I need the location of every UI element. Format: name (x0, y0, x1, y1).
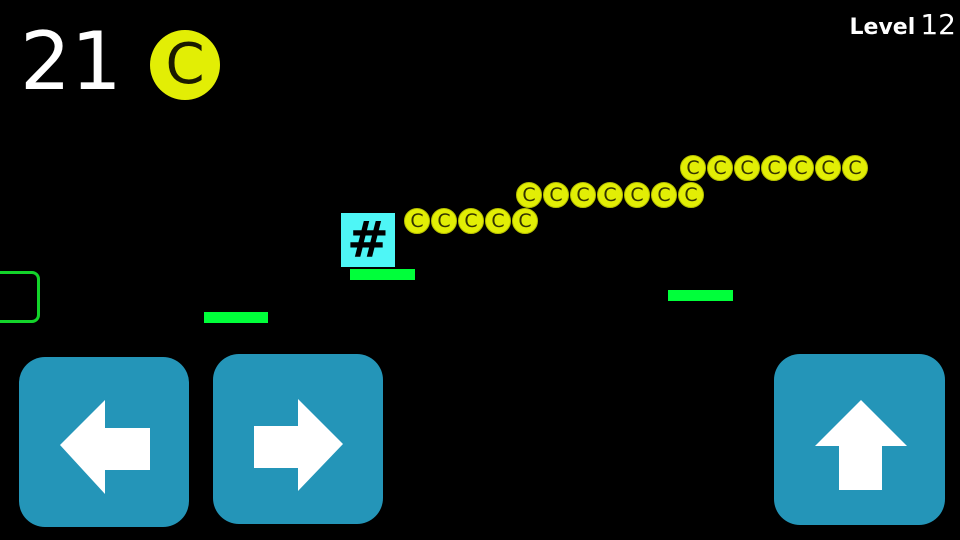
level-indicator: Level 12 (850, 8, 956, 41)
coin: C (680, 155, 706, 181)
score-counter: 21 (20, 15, 122, 108)
coin: C (707, 155, 733, 181)
coin: C (624, 182, 650, 208)
coin: C (431, 208, 457, 234)
player-block: # (341, 213, 395, 267)
arrow-up-icon (815, 400, 907, 490)
move-right-button[interactable] (213, 354, 383, 524)
move-left-button[interactable] (19, 357, 189, 527)
exit-door (0, 271, 40, 323)
jump-button[interactable] (774, 354, 945, 525)
coin-icon: C (150, 30, 220, 100)
platform (350, 269, 415, 280)
coin: C (404, 208, 430, 234)
platform (204, 312, 268, 323)
coin: C (597, 182, 623, 208)
coin: C (651, 182, 677, 208)
coin: C (734, 155, 760, 181)
coin: C (512, 208, 538, 234)
coin: C (815, 155, 841, 181)
coin: C (485, 208, 511, 234)
coin: C (458, 208, 484, 234)
platform (668, 290, 733, 301)
coin: C (678, 182, 704, 208)
coin: C (570, 182, 596, 208)
coin: C (761, 155, 787, 181)
level-number: 12 (920, 8, 956, 41)
level-label: Level (849, 15, 916, 40)
arrow-left-icon (60, 400, 150, 494)
coin: C (842, 155, 868, 181)
coin: C (516, 182, 542, 208)
coin: C (543, 182, 569, 208)
arrow-right-icon (254, 399, 343, 491)
coin: C (788, 155, 814, 181)
